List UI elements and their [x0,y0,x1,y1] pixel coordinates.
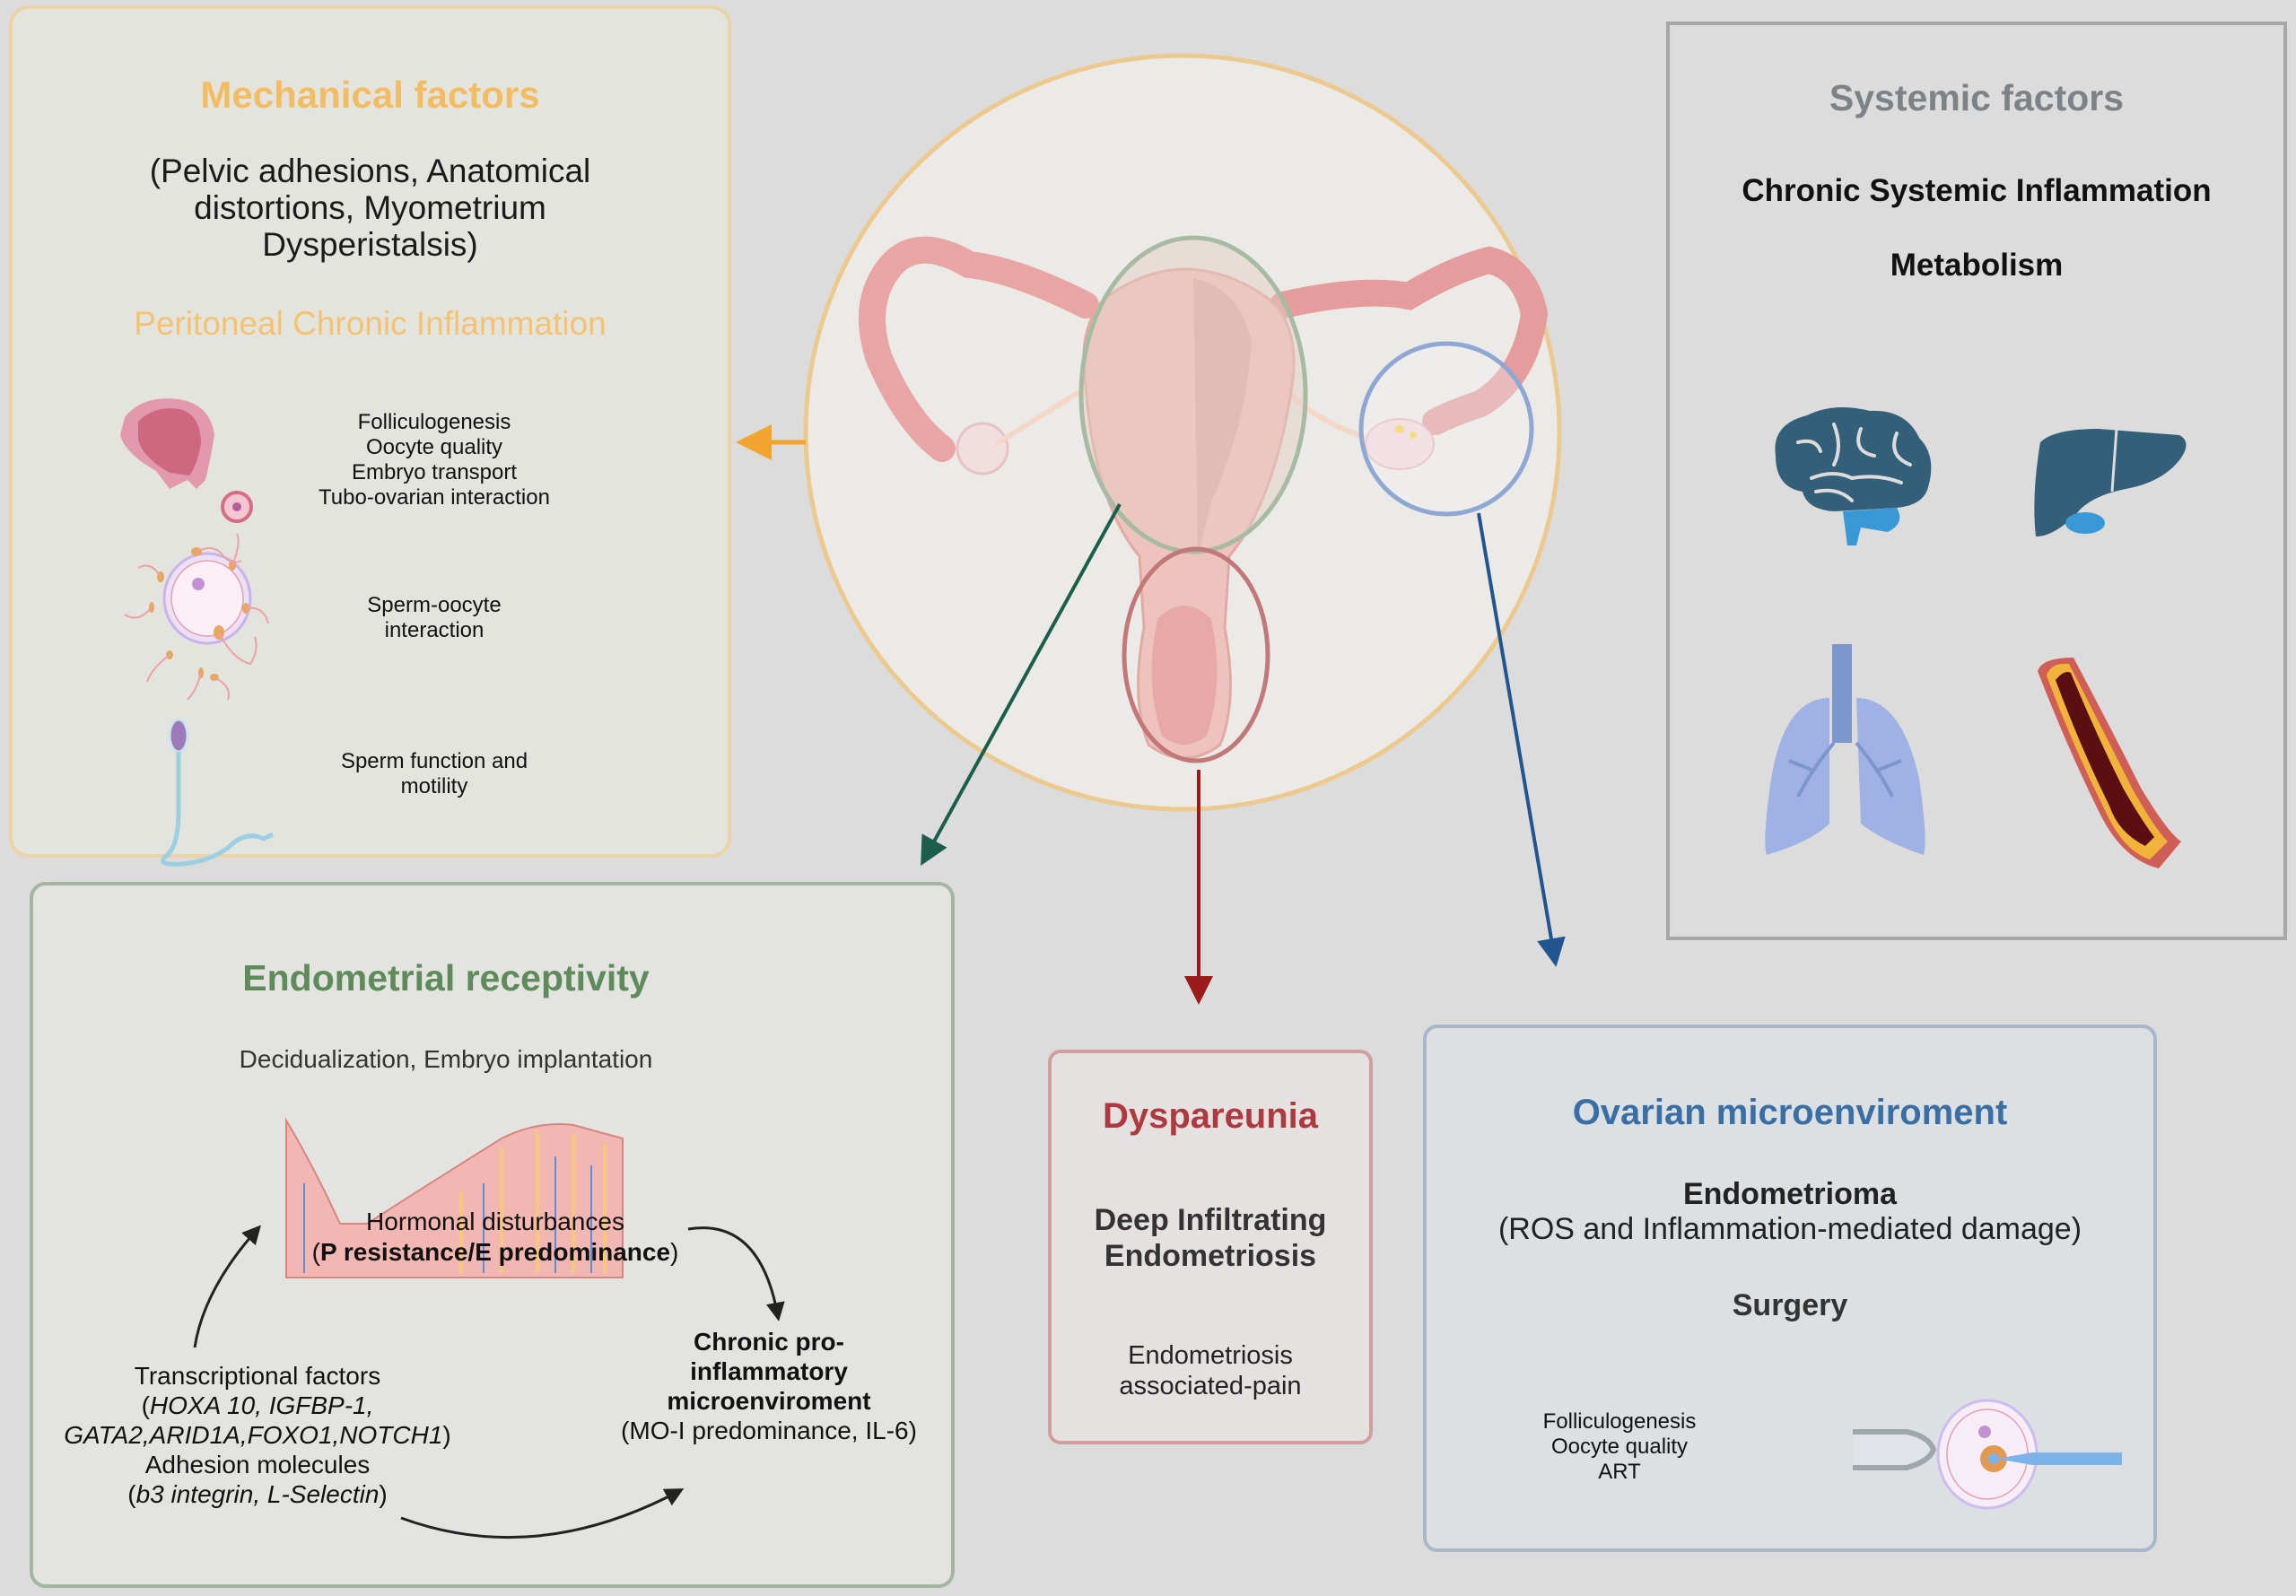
subtitle-line: distortions, Myometrium [194,189,546,226]
sperm-oocyte-label: Sperm-oocyte interaction [255,593,614,643]
chronic-systemic-inflammation-label: Chronic Systemic Inflammation [1742,173,2212,208]
surgery-label: Surgery [1732,1288,1848,1322]
left-fallopian-tube [859,236,1099,462]
fallopian-tube-icon [120,398,253,523]
mechanical-factors-subtitle: (Pelvic adhesions, Anatomical distortion… [13,153,728,263]
label-line: interaction [384,618,485,642]
adhesion-title: Adhesion molecules [144,1451,371,1478]
list-item: ART [1598,1460,1641,1484]
arrow-to-endometrial [921,503,1122,867]
endometrial-receptivity-panel: Endometrial receptivity Decidualization,… [30,882,955,1588]
mechanical-factors-panel: Mechanical factors (Pelvic adhesions, An… [9,5,731,867]
sperm-oocyte-icon [124,533,269,701]
left-ovary [956,422,1009,475]
hormonal-disturbances-label: Hormonal disturbances (P resistance/E pr… [302,1207,688,1268]
ros-damage-label: (ROS and Inflammation-mediated damage) [1497,1212,2082,1246]
artery-plaque-icon [2038,658,2181,868]
label-line: Embryo transport [351,460,518,484]
lungs-icon [1765,644,1925,855]
endometrium-tissue-icon [285,1117,624,1278]
mechanical-factors-title: Mechanical factors [200,74,540,116]
genes-line-1: (HOXA 10, IGFBP-1, [141,1391,374,1419]
list-item: Oocyte quality [1550,1435,1689,1459]
transcriptional-factors-label: Transcriptional factors (HOXA 10, IGFBP-… [33,1361,482,1509]
endometrial-subtitle: Decidualization, Embryo implantation [239,1045,653,1073]
endometrium-highlight [1078,235,1308,554]
metabolism-label: Metabolism [1890,248,2064,283]
ovary-highlight [1358,341,1534,517]
adhesion-text: b3 integrin, L-Selectin [135,1480,380,1508]
label-line: Sperm-oocyte [367,593,502,617]
right-ovary [1365,418,1435,470]
cervix-highlight [1122,546,1270,763]
genes-text: GATA2,ARID1A,FOXO1,NOTCH1 [64,1421,443,1449]
tube-functions-label: Folliculogenesis Oocyte quality Embryo t… [255,410,614,510]
genes-line-2: GATA2,ARID1A,FOXO1,NOTCH1) [64,1421,451,1449]
arrow-transcriptional-to-hormonal [193,1225,262,1348]
cycle-arrows [193,1225,785,1539]
ovarian-title: Ovarian microenviroment [1572,1093,2008,1132]
deep-line: Endometriosis [1104,1239,1317,1273]
label-line: Sperm function and [340,749,528,773]
chronic-line: microenviroment [667,1387,871,1415]
pain-line: Endometriosis [1128,1341,1293,1370]
pain-line: associated-pain [1119,1372,1302,1400]
chronic-detail: (MO-I predominance, IL-6) [621,1417,917,1444]
deep-line: Deep Infiltrating [1094,1203,1327,1237]
label-line: Tubo-ovarian interaction [319,485,550,510]
dyspareunia-panel: Dyspareunia Deep Infiltrating Endometrio… [1048,1050,1373,1444]
adhesion-line: (b3 integrin, L-Selectin) [127,1480,388,1508]
icsi-oocyte-icon [1853,1399,2122,1510]
arrow-to-ovarian [1477,512,1566,967]
sperm-function-label: Sperm function and motility [255,749,614,799]
list-item: Folliculogenesis [1542,1409,1697,1434]
paren: ) [670,1238,679,1266]
dyspareunia-title: Dyspareunia [1102,1096,1319,1136]
sperm-icon [161,718,275,867]
brain-icon [1775,407,1932,545]
arrow-hormonal-to-chronic [687,1226,785,1321]
ovarian-function-list: Folliculogenesis Oocyte quality ART [1507,1409,1732,1485]
systemic-factors-panel: Systemic factors Chronic Systemic Inflam… [1666,22,2287,940]
transcriptional-title: Transcriptional factors [134,1362,381,1390]
subtitle-line: Dysperistalsis) [262,226,478,263]
ovarian-microenvironment-panel: Ovarian microenviroment Endometrioma (RO… [1423,1025,2157,1552]
chronic-line: inflammatory [690,1357,848,1385]
arrow-transcriptional-to-chronic [400,1488,685,1539]
label-line: Folliculogenesis [357,410,511,434]
label-line: Oocyte quality [365,435,503,459]
hormonal-bold: P resistance/E predominance [319,1238,671,1266]
endometriosis-pain-label: Endometriosis associated-pain [1052,1340,1369,1401]
label-line: motility [400,774,468,798]
endometrioma-label: Endometrioma [1682,1177,1898,1211]
genes-text: HOXA 10, IGFBP-1, [149,1391,374,1419]
chronic-proinflammatory-label: Chronic pro- inflammatory microenviromen… [607,1327,930,1445]
hormonal-detail: (P resistance/E predominance) [302,1237,688,1268]
subtitle-line: (Pelvic adhesions, Anatomical [149,153,591,189]
chronic-line: Chronic pro- [694,1328,844,1356]
systemic-factors-title: Systemic factors [1829,77,2125,118]
deep-infiltrating-label: Deep Infiltrating Endometriosis [1052,1202,1369,1274]
paren: ( [311,1238,320,1266]
liver-icon [2034,428,2187,536]
right-fallopian-tube [1270,246,1549,435]
hormonal-title: Hormonal disturbances [366,1208,624,1235]
endometrial-receptivity-title: Endometrial receptivity [242,957,650,999]
peritoneal-inflammation-label: Peritoneal Chronic Inflammation [134,305,607,342]
